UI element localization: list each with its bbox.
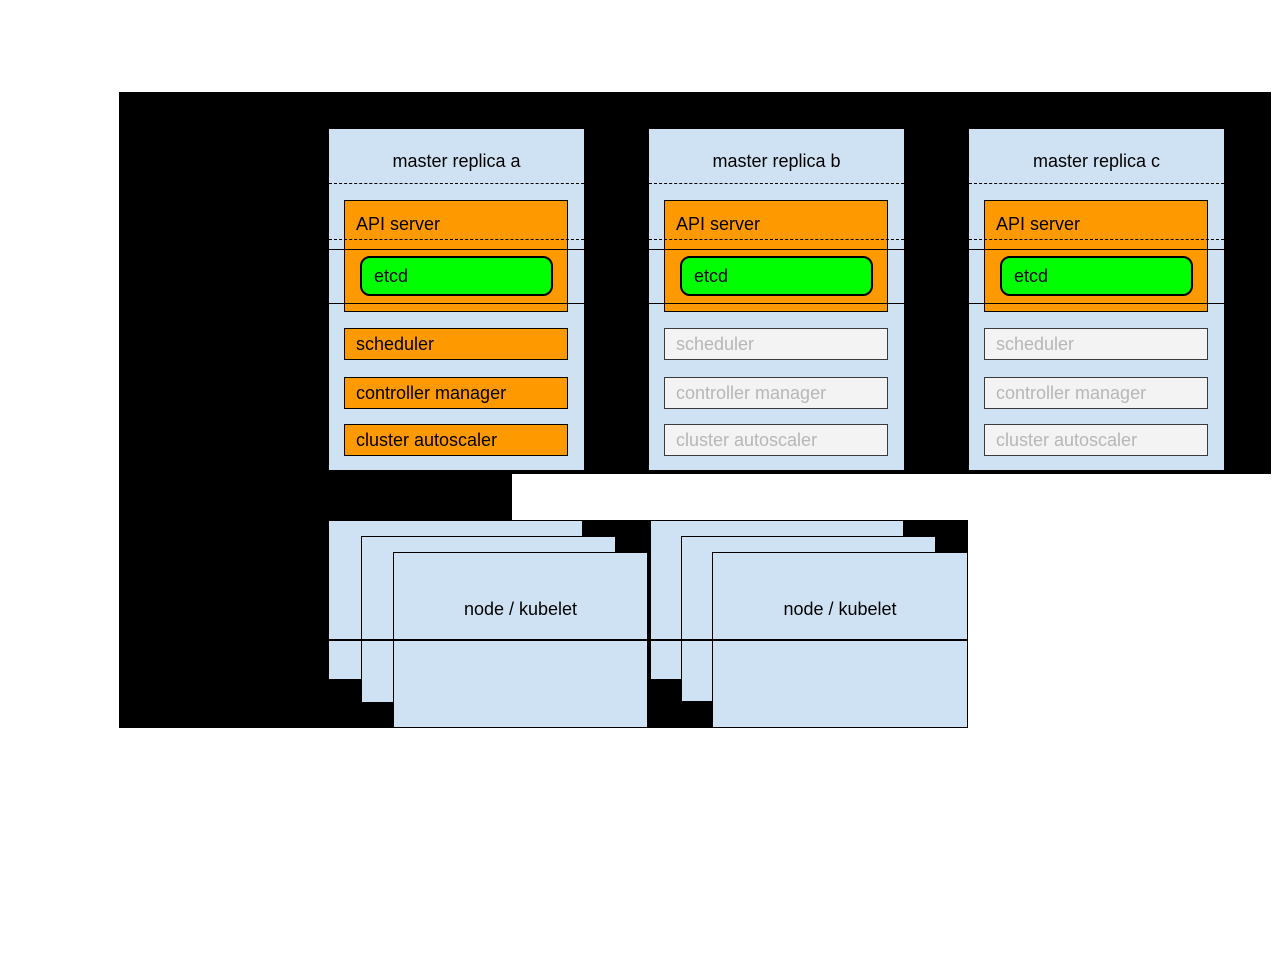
cluster-autoscaler-box: cluster autoscaler [344, 424, 568, 456]
etcd-box: etcd [360, 256, 553, 296]
divider-dashed-mid [649, 239, 904, 240]
divider-solid-lower [329, 303, 584, 304]
api-server-label: API server [676, 214, 761, 234]
divider-dashed-top [329, 183, 584, 184]
api-server-label: API server [356, 214, 441, 234]
divider-solid-upper [969, 249, 1224, 250]
white-cutout-corner [968, 474, 1271, 728]
divider-dashed-top [969, 183, 1224, 184]
controller-manager-box: controller manager [664, 377, 888, 409]
cluster-autoscaler-box: cluster autoscaler [664, 424, 888, 456]
divider-solid-lower [649, 303, 904, 304]
divider-solid-upper [649, 249, 904, 250]
master-replica-c-title: master replica c [1032, 151, 1161, 171]
divider-dashed-top [649, 183, 904, 184]
scheduler-box: scheduler [664, 328, 888, 360]
cluster-autoscaler-box: cluster autoscaler [984, 424, 1208, 456]
master-replica-c-box: master replica c API server etcd schedul… [969, 129, 1224, 470]
api-server-label: API server [996, 214, 1081, 234]
controller-manager-box: controller manager [344, 377, 568, 409]
etcd-box: etcd [680, 256, 873, 296]
scheduler-box: scheduler [984, 328, 1208, 360]
node-area-horizontal-line [329, 639, 968, 641]
scheduler-box: scheduler [344, 328, 568, 360]
controller-manager-box: controller manager [984, 377, 1208, 409]
etcd-box: etcd [1000, 256, 1193, 296]
etcd-label: etcd [374, 266, 409, 286]
etcd-label: etcd [1014, 266, 1049, 286]
master-replica-b-title: master replica b [712, 151, 841, 171]
node-kubelet-label: node / kubelet [783, 599, 897, 619]
master-replica-a-box: master replica a API server etcd schedul… [329, 129, 584, 470]
divider-solid-upper [329, 249, 584, 250]
etcd-label: etcd [694, 266, 729, 286]
master-replica-a-title: master replica a [392, 151, 521, 171]
divider-dashed-mid [329, 239, 584, 240]
divider-dashed-mid [969, 239, 1224, 240]
divider-solid-lower [969, 303, 1224, 304]
node-kubelet-label: node / kubelet [463, 599, 578, 619]
master-replica-b-box: master replica b API server etcd schedul… [649, 129, 904, 470]
